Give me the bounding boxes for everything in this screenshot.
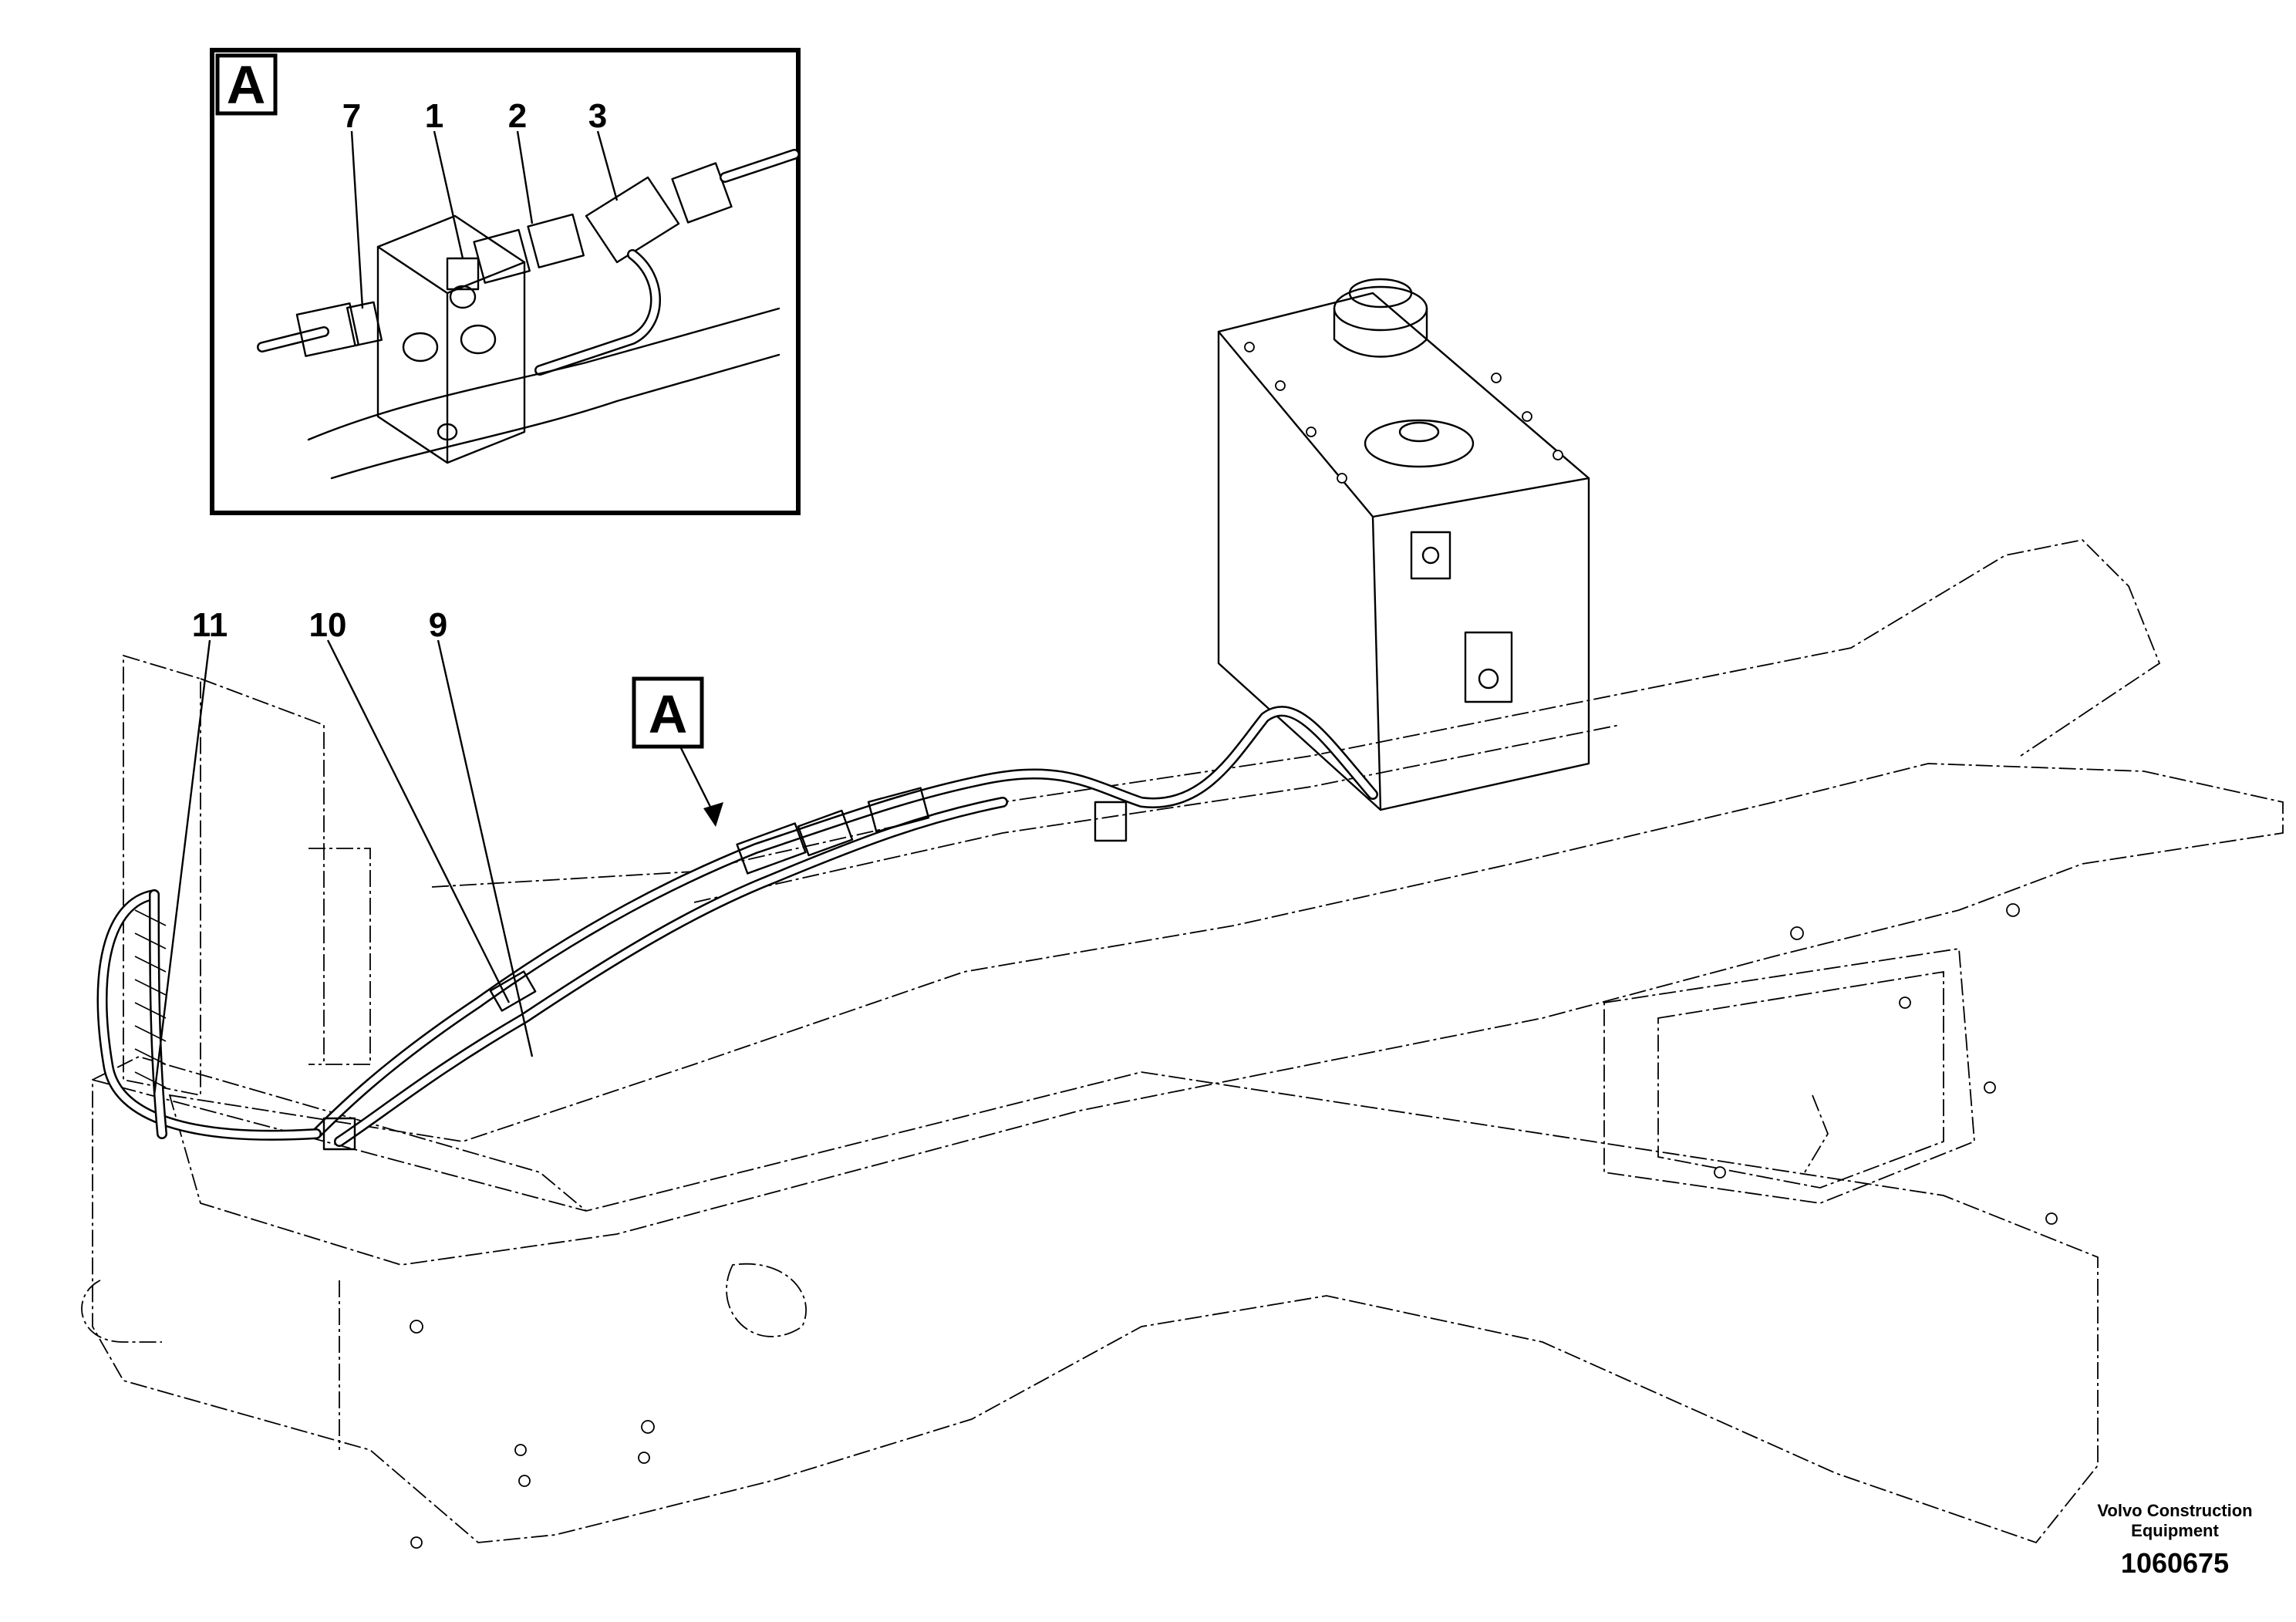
- hydraulic-tank: [1217, 278, 1590, 811]
- chassis-frame: [81, 539, 2284, 1549]
- publisher-line-1: Volvo Construction: [2097, 1501, 2253, 1520]
- publisher-credit: Volvo Construction Equipment: [2028, 1501, 2296, 1541]
- hose-routing: [96, 706, 1378, 1151]
- callout-9: 9: [429, 606, 447, 644]
- detail-view-tag: A: [227, 55, 266, 115]
- view-reference-a: A: [632, 676, 723, 827]
- detail-view-a: A 7 1 2 3: [210, 48, 801, 515]
- callout-1: 1: [425, 97, 443, 135]
- view-arrow-icon: [703, 802, 723, 827]
- callout-3: 3: [588, 97, 607, 135]
- main-callouts: 11 10 9: [153, 606, 534, 1096]
- callout-7: 7: [342, 97, 361, 135]
- publisher-line-2: Equipment: [2131, 1521, 2219, 1540]
- view-reference-tag: A: [649, 684, 688, 744]
- callout-10: 10: [309, 606, 347, 644]
- drawing-number: 1060675: [2120, 1547, 2230, 1579]
- callout-2: 2: [508, 97, 527, 135]
- callout-11: 11: [192, 606, 228, 644]
